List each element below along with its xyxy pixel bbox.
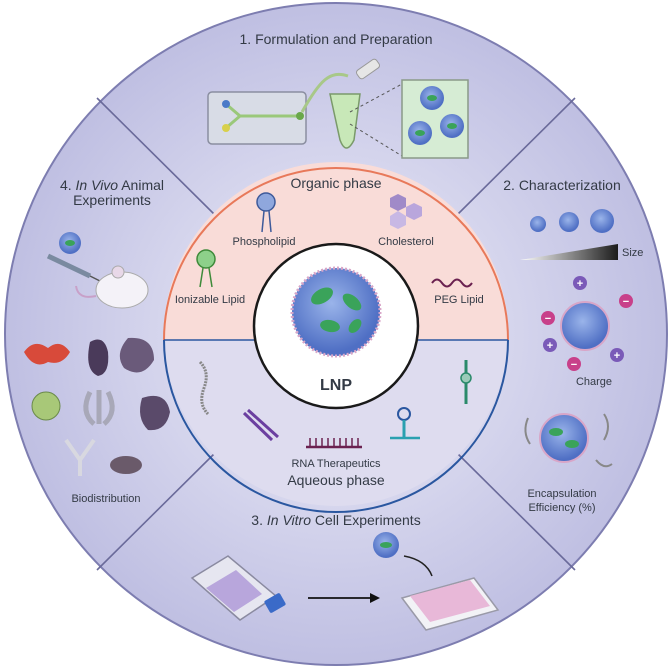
rna-strand-icon	[198, 360, 210, 416]
peg-lipid-label: PEG Lipid	[434, 294, 484, 306]
size-gradient-bar	[520, 244, 618, 260]
cell-culture-flask-icon	[190, 555, 286, 621]
lnp-zoom-inset	[401, 79, 469, 159]
section-formulation-title: 1. Formulation and Preparation	[239, 31, 432, 47]
cholesterol-label: Cholesterol	[378, 236, 434, 248]
section-in-vitro-title: 3. In Vitro Cell Experiments	[251, 512, 420, 528]
encapsulation-label-line2: Efficiency (%)	[528, 502, 595, 514]
lnp-particle-icon	[290, 266, 382, 358]
encapsulation-icon	[524, 413, 613, 468]
charge-signs: + − − + − +	[541, 276, 633, 371]
outlet-tubing	[300, 72, 349, 113]
section-in-vivo-title: 4. In Vivo Animal	[60, 177, 164, 193]
svg-text:−: −	[571, 359, 577, 371]
workflow-arrow-head	[370, 593, 380, 603]
charge-particle-icon	[560, 301, 610, 351]
mouse-icon	[75, 265, 149, 309]
quadrant-dividers	[96, 97, 576, 571]
zoom-line-top	[349, 83, 403, 113]
svg-text:+: +	[547, 340, 553, 352]
ionizable-lipid-label: Ionizable Lipid	[175, 294, 245, 306]
organic-phase-title: Organic phase	[290, 175, 381, 191]
syringe-icon	[46, 253, 101, 282]
lnp-label: LNP	[320, 377, 352, 394]
transfer-arrow	[403, 555, 433, 577]
aqueous-phase-region	[164, 340, 508, 506]
sirna-icon	[390, 407, 420, 440]
organ-icons	[24, 337, 170, 476]
section-in-vivo-title-line2: Experiments	[73, 192, 151, 208]
microfluidic-chip-icon	[207, 91, 307, 145]
phospholipid-icon	[256, 192, 276, 233]
rna-hairpin-icon	[242, 408, 280, 442]
rna-therapeutics-label: RNA Therapeutics	[291, 458, 381, 470]
size-particles-icon	[530, 209, 614, 233]
mrna-icon	[460, 360, 472, 404]
encapsulation-label-line1: Encapsulation	[527, 488, 596, 500]
charge-label: Charge	[576, 376, 612, 388]
well-plate-icon	[400, 577, 500, 631]
peg-lipid-icon	[431, 278, 473, 288]
svg-text:+: +	[577, 278, 583, 290]
svg-text:−: −	[545, 313, 551, 325]
size-label: Size	[622, 247, 643, 259]
lnp-particle-small-icon	[373, 532, 399, 558]
ionizable-lipid-icon	[196, 249, 216, 288]
lnp-injection-particle-icon	[59, 232, 81, 254]
svg-text:−: −	[623, 296, 629, 308]
aqueous-phase-title: Aqueous phase	[287, 472, 385, 488]
biodistribution-label: Biodistribution	[71, 493, 140, 505]
phospholipid-label: Phospholipid	[233, 236, 296, 248]
cholesterol-icon	[390, 194, 422, 229]
section-characterization-title: 2. Characterization	[503, 177, 621, 193]
svg-text:+: +	[614, 350, 620, 362]
zoom-line-bottom	[349, 123, 403, 157]
rna-ladder-icon	[306, 438, 362, 449]
eppendorf-tube-icon	[329, 58, 381, 149]
